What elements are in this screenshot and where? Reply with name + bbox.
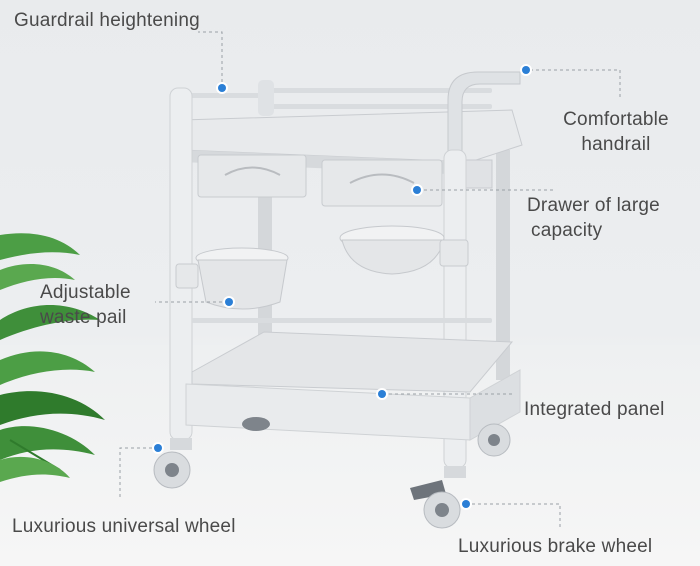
wheel-rear-left [242, 417, 270, 431]
callout-pail-line2: waste pail [40, 307, 127, 328]
marker-brake-wheel [460, 498, 472, 510]
marker-pail [223, 296, 235, 308]
wheel-front-left [153, 438, 192, 489]
plant-leaves [0, 233, 105, 482]
callout-handrail: Comfortable handrail [546, 107, 686, 157]
callout-drawer: Drawer of large capacity [527, 193, 660, 243]
marker-drawer [411, 184, 423, 196]
leader-lines [119, 31, 621, 528]
markers [152, 64, 532, 510]
callout-drawer-line1: Drawer of large [527, 195, 660, 216]
trolley-cart [153, 71, 523, 529]
wheel-front-right-brake [410, 466, 466, 529]
marker-guardrail [216, 82, 228, 94]
callout-universal-wheel: Luxurious universal wheel [12, 516, 236, 537]
callout-brake-wheel: Luxurious brake wheel [458, 536, 653, 557]
callout-handrail-line1: Comfortable [563, 109, 669, 130]
callout-drawer-line2: capacity [531, 220, 603, 241]
callout-handrail-line2: handrail [581, 134, 651, 155]
callout-pail: Adjustable waste pail [40, 280, 131, 330]
callout-pail-line1: Adjustable [40, 282, 131, 303]
callout-panel: Integrated panel [524, 399, 665, 420]
marker-universal-wheel [152, 442, 164, 454]
marker-handrail [520, 64, 532, 76]
wheel-rear-right [477, 423, 511, 457]
callout-guardrail: Guardrail heightening [14, 10, 200, 31]
marker-panel [376, 388, 388, 400]
